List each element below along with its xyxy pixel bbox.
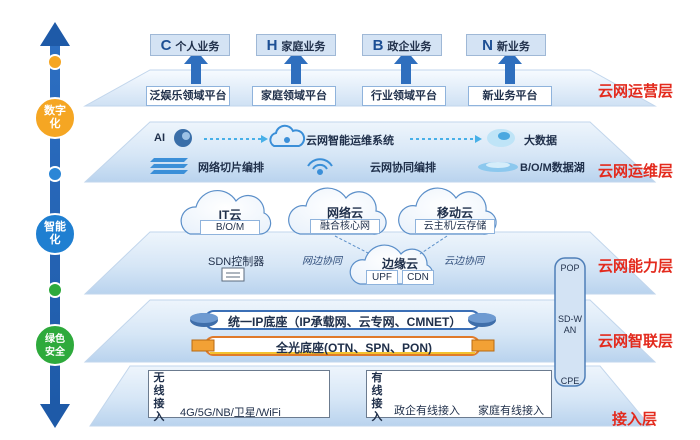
digital-label: 数字化	[44, 105, 66, 130]
it-cloud-sub: B/O/M	[200, 220, 260, 235]
data-lake-label: B/O/M数据湖	[520, 162, 585, 174]
business-letter: H	[266, 37, 278, 54]
optical-base-label: 全光底座(OTN、SPN、PON)	[276, 341, 433, 355]
char: 接	[371, 398, 383, 410]
platform-box: 行业领域平台	[362, 86, 446, 106]
sdn-controller-icon	[221, 267, 245, 282]
layer-label-capability: 云网能力层	[598, 258, 674, 275]
business-label: 个人业务	[175, 41, 220, 53]
wifi-collab-icon	[307, 158, 333, 175]
pop-label: POP	[560, 263, 580, 273]
shield-dot-icon	[47, 282, 63, 298]
char: 线	[371, 385, 383, 397]
green-label: 绿色安全	[45, 334, 65, 358]
digital-circle: 数字化	[34, 97, 76, 139]
cpe-label: CPE	[560, 376, 580, 386]
cloud-dot-icon	[47, 166, 63, 182]
char: 有	[371, 372, 383, 384]
router-icon	[468, 313, 496, 327]
it-cloud-title: IT云	[218, 208, 242, 222]
ai-head-icon	[174, 129, 192, 147]
layer-label-interconnect: 云网智联层	[598, 333, 674, 350]
data-flow-arrows	[204, 135, 482, 143]
sdwan-text: SD-WAN	[558, 314, 582, 335]
gov-wired-label: 政企有线接入	[394, 405, 460, 417]
business-letter: C	[160, 37, 172, 54]
slicing-label: 网络切片编排	[198, 162, 264, 174]
smart-circle: 智能化	[34, 213, 76, 255]
cloud-ops-icon	[269, 124, 306, 147]
layer-label-operation: 云网运营层	[598, 83, 674, 100]
big-data-label: 大数据	[524, 135, 557, 147]
optical-node-icon	[191, 339, 215, 352]
edge-cloud-sub-upf: UPF	[366, 270, 398, 285]
char: 无	[153, 372, 165, 384]
network-cloud-title: 网络云	[326, 206, 363, 220]
layer-label-maintenance: 云网运维层	[598, 163, 674, 180]
edge-link-lines	[334, 235, 448, 255]
network-cloud-sub: 融合核心网	[310, 219, 380, 234]
edge-cloud-sub-cdn: CDN	[402, 270, 434, 285]
net-edge-label: 网边协同	[302, 256, 342, 267]
business-label: 家庭业务	[281, 41, 326, 53]
platform-box: 新业务平台	[468, 86, 552, 106]
char: 线	[153, 385, 165, 397]
up-arrow-icon	[394, 50, 418, 84]
wireless-access-label: 4G/5G/NB/卫星/WiFi	[180, 407, 281, 419]
char: 接	[153, 398, 165, 410]
collab-label: 云网协同编排	[370, 162, 436, 174]
up-arrow-icon	[284, 50, 308, 84]
up-arrow-icon	[498, 50, 522, 84]
slicing-icon	[150, 158, 188, 174]
sdwan-label: SD-WAN	[555, 314, 585, 336]
home-wired-label: 家庭有线接入	[478, 405, 544, 417]
layer-label-access: 接入层	[612, 411, 658, 428]
sdwan-column	[554, 257, 586, 387]
smart-ops-label: 云网智能运维系统	[306, 135, 394, 147]
cloud-edge-label: 云边协同	[444, 256, 484, 267]
business-letter: B	[372, 37, 384, 54]
mobile-cloud-sub: 云主机/云存储	[415, 219, 495, 234]
data-lake-icon	[478, 162, 518, 172]
wired-access-frame	[366, 370, 552, 418]
char: 入	[153, 411, 165, 423]
ip-base-label: 统一IP底座（IP承载网、云专网、CMNET）	[228, 315, 462, 329]
wired-access-vertical: 有 线 接 入	[371, 372, 383, 424]
wireless-access-frame	[148, 370, 330, 418]
sdn-controller-label: SDN控制器	[208, 256, 265, 268]
optical-node-icon	[471, 339, 495, 352]
up-arrow-icon	[184, 50, 208, 84]
mobile-cloud-title: 移动云	[436, 206, 473, 220]
optical-base-pill	[204, 336, 481, 356]
business-letter: N	[482, 37, 493, 54]
smart-label: 智能化	[44, 221, 66, 246]
router-icon	[190, 313, 218, 327]
wireless-access-vertical: 无 线 接 入	[153, 372, 165, 424]
ai-label: AI	[154, 132, 165, 144]
edge-cloud-title: 边缘云	[381, 257, 418, 271]
green-circle: 绿色安全	[34, 324, 76, 366]
business-arrows	[184, 50, 522, 84]
business-label: 新业务	[496, 41, 530, 53]
big-data-icon	[487, 129, 515, 147]
char: 入	[371, 411, 383, 423]
business-label: 政企业务	[387, 41, 432, 53]
platform-box: 家庭领域平台	[252, 86, 336, 106]
lock-dot-icon	[47, 54, 63, 70]
platform-box: 泛娱乐领域平台	[146, 86, 230, 106]
